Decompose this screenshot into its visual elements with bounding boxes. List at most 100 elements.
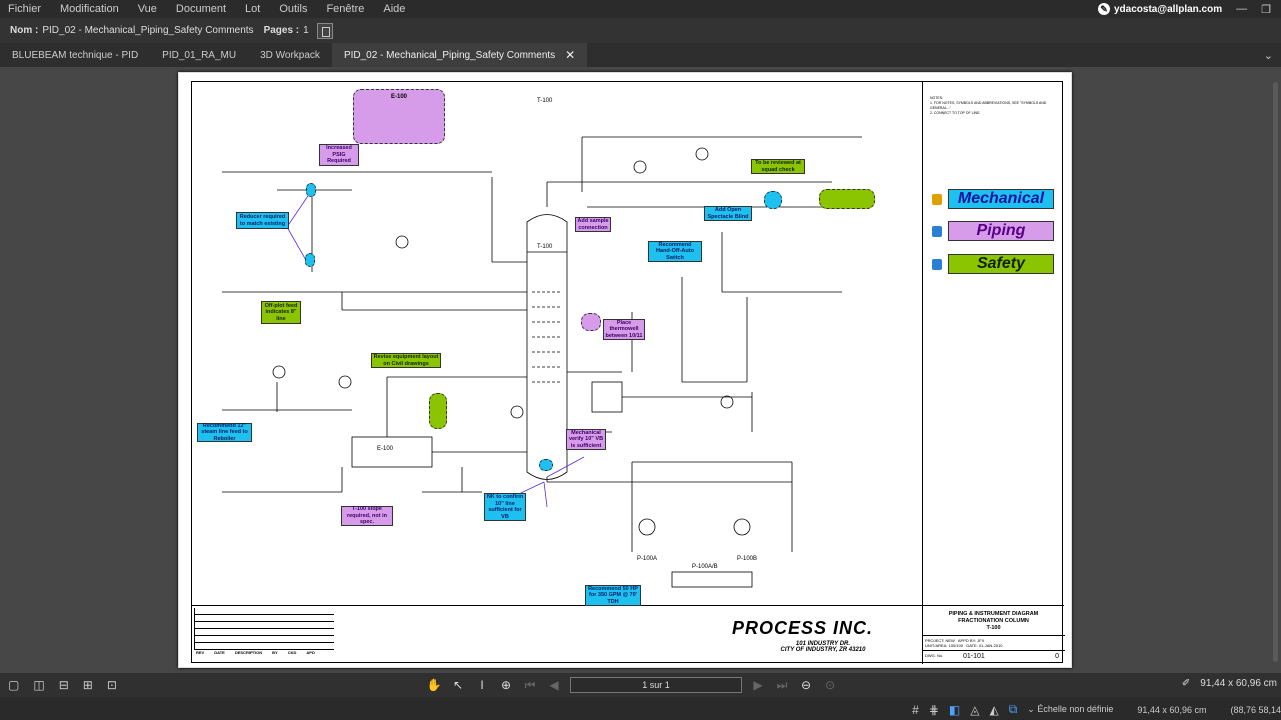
comment-offplot[interactable]: Off-plot feed indicates 8" line <box>261 301 301 324</box>
grid-icon[interactable]: # <box>912 702 919 717</box>
title-block-info: PIPING & INSTRUMENT DIAGRAM FRACTIONATIO… <box>922 605 1065 664</box>
menu-fichier[interactable]: Fichier <box>8 3 42 15</box>
rev-number: 0 <box>1055 653 1059 660</box>
split-icon[interactable]: ⊞ <box>82 678 93 692</box>
menu-bar: Fichier Modification Vue Document Lot Ou… <box>0 0 1281 18</box>
comment-verify-vb[interactable]: Mechanical verify 10" VB is sufficient <box>566 429 606 450</box>
sync-icon[interactable]: ⧉ <box>1008 702 1018 716</box>
comment-increased-psig[interactable]: Increased PSIG Required <box>319 144 359 166</box>
revision-table: REV DATE DESCRIPTION BY CKD APD <box>194 608 334 660</box>
user-email: ydacosta@allplan.com <box>1114 3 1223 15</box>
p100b-label: P-100B <box>737 556 757 562</box>
document-bar: Nom : PID_02 - Mechanical_Piping_Safety … <box>0 18 1281 43</box>
previous-view-icon[interactable]: ⊖ <box>800 678 812 692</box>
tab-label: PID_01_RA_MU <box>162 49 237 61</box>
comment-revise-layout[interactable]: Revise equipment layout on Civil drawing… <box>371 353 441 368</box>
name-label: Nom : <box>10 25 39 36</box>
comment-thermowell[interactable]: Place thermowell between 10/11 <box>603 319 645 340</box>
rev-header: CKD <box>287 650 297 655</box>
diagram-title-3: T-100 <box>986 625 1001 631</box>
comment-slope[interactable]: T-100 slope required, not in spec. <box>341 506 393 526</box>
address-line-2: CITY OF INDUSTRY, ZR 43210 <box>780 647 866 653</box>
diagram-title: PIPING & INSTRUMENT DIAGRAM FRACTIONATIO… <box>923 611 1064 632</box>
compare-icon[interactable]: ⊡ <box>106 678 117 692</box>
vertical-scrollbar[interactable] <box>1273 82 1278 662</box>
rev-header: BY <box>272 650 278 655</box>
close-tab-icon[interactable]: ✕ <box>565 48 576 62</box>
select-text-icon[interactable]: I <box>480 678 484 692</box>
cursor-coordinates: (88,76 58,14 <box>1230 704 1281 715</box>
drawing-number: DWG. No. 01-101 0 <box>923 650 1065 662</box>
scale-dropdown[interactable]: ⌄ Échelle non définie <box>1027 704 1114 714</box>
menu-fenetre[interactable]: Fenêtre <box>326 3 365 15</box>
pdf-page[interactable]: NOTES:1. FOR NOTES, SYMBOLS AND ABBREVIA… <box>178 72 1072 668</box>
chevron-down-icon[interactable]: ⌄ <box>1263 49 1273 62</box>
p100a-label: P-100A <box>637 556 657 562</box>
vb-cloud[interactable] <box>539 459 553 471</box>
menu-vue[interactable]: Vue <box>137 3 157 15</box>
minimize-button[interactable]: — <box>1236 3 1248 15</box>
legend-mechanical: Mechanical <box>932 189 1054 209</box>
company-name: PROCESS INC. <box>732 618 874 638</box>
pan-hand-icon[interactable]: ✋ <box>426 678 442 692</box>
layout-cloud[interactable] <box>429 393 447 429</box>
reuse-icon[interactable]: ◭ <box>989 702 999 717</box>
snap-content-icon[interactable]: ◧ <box>948 702 961 717</box>
previous-page-icon[interactable]: ◀ <box>549 678 559 692</box>
user-account[interactable]: ✎ ydacosta@allplan.com <box>1098 3 1222 15</box>
legend-piping-label[interactable]: Piping <box>948 221 1054 241</box>
measure-icon[interactable]: ✐ <box>1181 678 1191 689</box>
tab-pid-01[interactable]: PID_01_RA_MU <box>150 43 248 67</box>
rev-header: DESCRIPTION <box>234 650 263 655</box>
last-page-icon[interactable]: ⏭ <box>776 677 788 692</box>
bottom-toolbar: ▢ ◫ ⊟ ⊞ ⊡ ✋ ↖ I ⊕ ⏮ ◀ 1 sur 1 ▶ ⏭ ⊖ ⊙ ✐ … <box>0 673 1281 697</box>
comment-spectacle[interactable]: Add Open Spectacle Blind <box>704 206 752 221</box>
page-properties-icon[interactable] <box>316 22 333 39</box>
select-arrow-icon[interactable]: ↖ <box>452 678 464 692</box>
tab-3d-workpack[interactable]: 3D Workpack <box>248 43 332 67</box>
diagram-title-1: PIPING & INSTRUMENT DIAGRAM <box>948 611 1039 617</box>
tab-label: PID_02 - Mechanical_Piping_Safety Commen… <box>343 49 556 61</box>
next-view-icon[interactable]: ⊙ <box>824 678 836 692</box>
status-bar: # ⋕ ◧ ◬ ◭ ⧉ ⌄ Échelle non définie 91,44 … <box>0 697 1281 720</box>
snap-grid-icon[interactable]: ⋕ <box>928 702 939 717</box>
page-number-field[interactable]: 1 sur 1 <box>570 677 742 693</box>
comment-recommend-hp[interactable]: Recommend 50 HP for 350 GPM @ 70' TDH <box>585 585 641 606</box>
snap-markup-icon[interactable]: ◬ <box>970 702 980 717</box>
next-page-icon[interactable]: ▶ <box>753 678 763 692</box>
legend-safety-label[interactable]: Safety <box>948 254 1054 274</box>
restore-button[interactable]: ❐ <box>1261 3 1271 16</box>
comment-review-squad[interactable]: To be reviewed at squad check <box>751 159 805 174</box>
blind-cloud[interactable] <box>764 191 782 209</box>
dwg-label: DWG. No. <box>925 653 944 658</box>
menu-aide[interactable]: Aide <box>383 3 406 15</box>
general-notes: NOTES:1. FOR NOTES, SYMBOLS AND ABBREVIA… <box>930 96 1047 115</box>
e100-label: E-100 <box>377 446 394 452</box>
offplot-cloud[interactable] <box>819 189 875 209</box>
reducer-cloud[interactable] <box>305 253 315 267</box>
comment-steam[interactable]: Recommend 12" steam line feed to Reboile… <box>197 423 252 442</box>
zoom-icon[interactable]: ⊕ <box>500 678 512 692</box>
menu-modification[interactable]: Modification <box>60 3 119 15</box>
comment-sample[interactable]: Add sample connection <box>575 217 611 232</box>
tab-label: BLUEBEAM technique - PID <box>12 49 139 61</box>
e100-top-label: E-100 <box>390 94 407 100</box>
valve-cloud[interactable] <box>306 183 316 197</box>
menu-document[interactable]: Document <box>175 3 227 15</box>
comment-reducer[interactable]: Reducer required to match existing <box>236 212 289 229</box>
single-page-icon[interactable]: ▢ <box>8 678 20 692</box>
tab-bluebeam-technique[interactable]: BLUEBEAM technique - PID <box>0 43 150 67</box>
tab-pid-02[interactable]: PID_02 - Mechanical_Piping_Safety Commen… <box>331 43 588 67</box>
menu-outils[interactable]: Outils <box>279 3 308 15</box>
menu-lot[interactable]: Lot <box>245 3 261 15</box>
comment-nk-confirm[interactable]: NK to confirm 10" line sufficient for VB <box>484 493 526 521</box>
legend-mechanical-label[interactable]: Mechanical <box>948 189 1054 209</box>
two-page-icon[interactable]: ◫ <box>33 678 45 692</box>
legend-piping: Piping <box>932 221 1054 241</box>
thermowell-cloud[interactable] <box>581 313 601 331</box>
e100-spec-cloud[interactable]: E-100 <box>353 89 445 144</box>
first-page-icon[interactable]: ⏮ <box>524 677 536 692</box>
comment-hoa[interactable]: Recommend Hand-Off-Auto Switch <box>648 241 702 262</box>
continuous-icon[interactable]: ⊟ <box>58 678 69 692</box>
